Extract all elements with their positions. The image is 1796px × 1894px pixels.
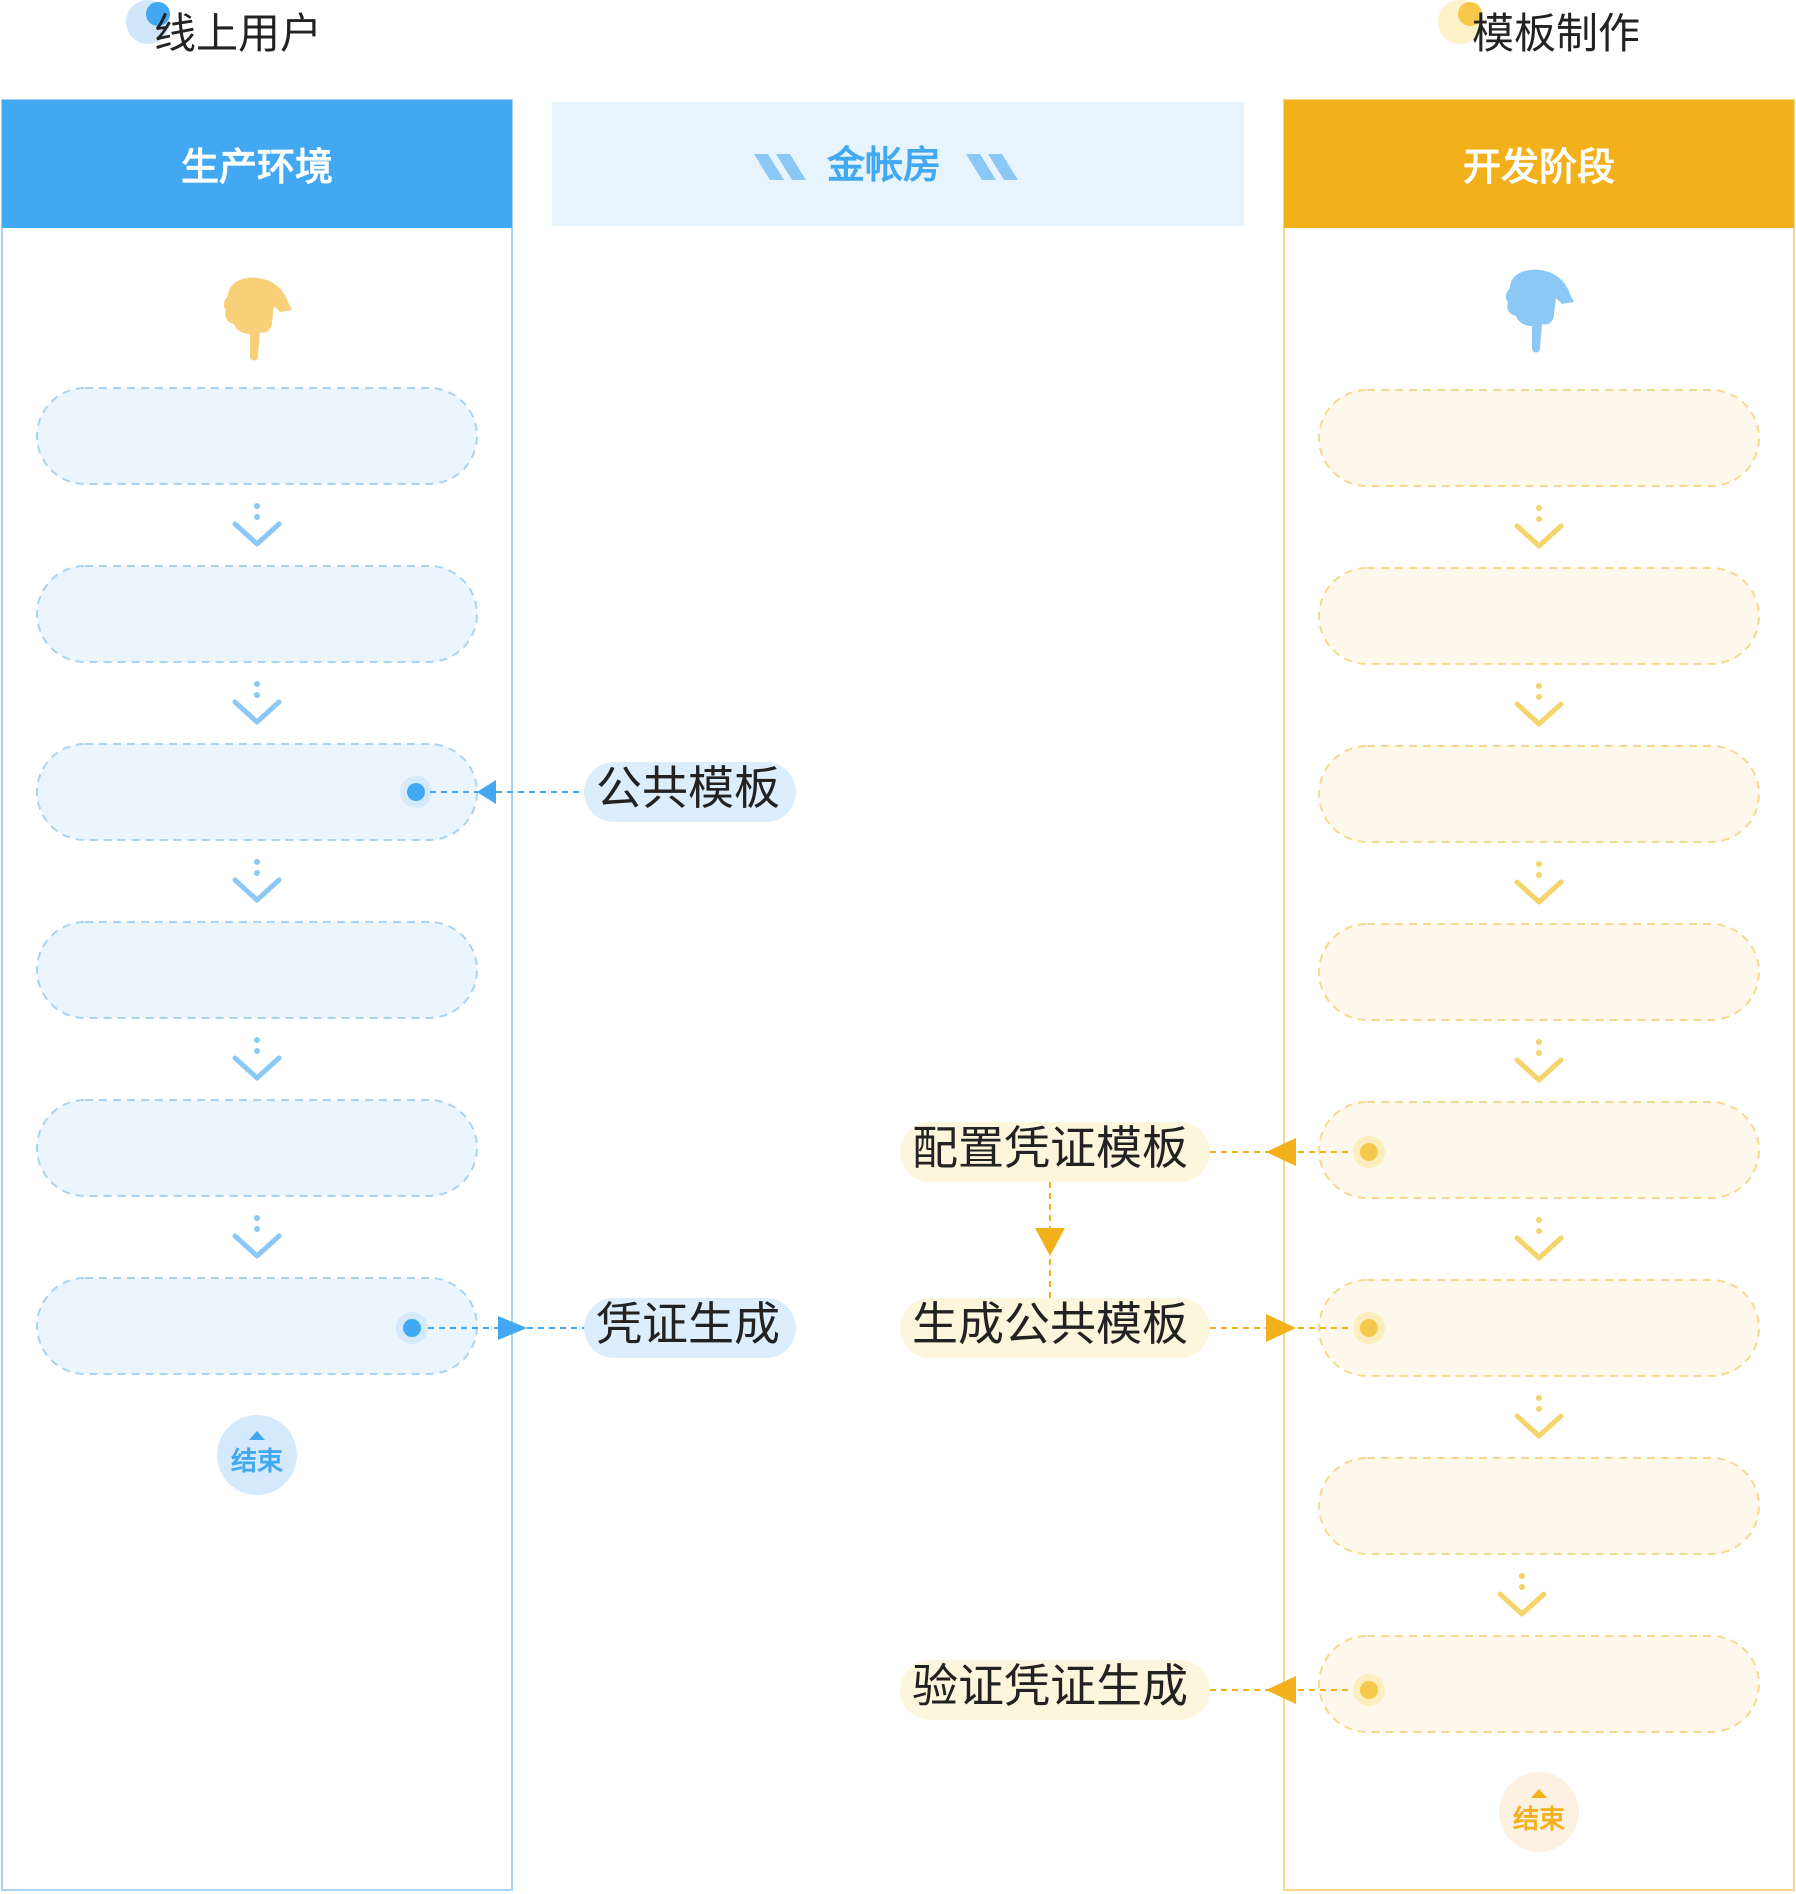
production-steps	[36, 387, 478, 1375]
link-dot	[403, 1319, 421, 1337]
chevron-down-icon	[1514, 861, 1564, 905]
arrow-left-icon	[477, 780, 496, 804]
production-column: 生产环境	[1, 99, 513, 1891]
production-column-title: 生产环境	[181, 145, 333, 189]
link-generate-public-template-label: 生成公共模板	[912, 1297, 1188, 1351]
development-column-header	[1284, 100, 1794, 228]
development-step-8	[1318, 1635, 1760, 1733]
double-slash-right-icon	[966, 154, 1018, 180]
development-step-2	[1318, 567, 1760, 665]
production-end-icon: 结束	[217, 1415, 297, 1495]
production-step-1	[36, 387, 478, 485]
legend-orange-dot-core-icon	[1458, 2, 1482, 26]
development-step-7	[1318, 1457, 1760, 1555]
arrow-left-icon	[1266, 1676, 1296, 1704]
arrow-right-icon	[1266, 1314, 1296, 1342]
link-config-voucher-template: 配置凭证模板	[900, 1121, 1385, 1182]
chevron-down-icon	[1514, 1039, 1564, 1083]
production-step-2	[36, 565, 478, 663]
development-step-arrows	[1497, 505, 1564, 1617]
link-config-to-generate	[1035, 1182, 1065, 1300]
production-step-arrows	[232, 503, 282, 1259]
arrow-right-icon	[498, 1316, 527, 1340]
legend-blue-dot-core-icon	[146, 2, 170, 26]
link-voucher-generation: 凭证生成	[396, 1297, 796, 1358]
development-steps	[1318, 389, 1760, 1733]
chevron-down-icon	[1514, 505, 1564, 549]
development-step-1	[1318, 389, 1760, 487]
development-end-icon: 结束	[1499, 1772, 1579, 1852]
production-step-3	[36, 743, 478, 841]
legend-online-user: 线上用户	[126, 0, 322, 58]
production-step-4	[36, 921, 478, 1019]
center-column-header: 金帐房	[552, 102, 1244, 226]
development-column: 开发阶段	[1283, 99, 1795, 1891]
link-label-bg	[900, 1298, 1210, 1358]
development-step-3	[1318, 745, 1760, 843]
development-start-hand-icon	[1505, 269, 1574, 353]
chevron-down-icon	[1514, 1217, 1564, 1261]
production-column-header	[2, 100, 512, 228]
production-step-6	[36, 1277, 478, 1375]
chevron-down-icon	[232, 859, 282, 903]
center-header-bar	[552, 102, 1244, 226]
link-voucher-generation-label: 凭证生成	[596, 1297, 780, 1351]
center-column-title: 金帐房	[826, 143, 941, 187]
arrow-left-icon	[1266, 1138, 1296, 1166]
chevron-down-icon	[1514, 1395, 1564, 1439]
link-dot	[407, 783, 425, 801]
link-public-template: 公共模板	[400, 761, 796, 822]
legend-online-user-label: 线上用户	[154, 9, 322, 58]
chevron-down-icon	[232, 503, 282, 547]
link-public-template-label: 公共模板	[596, 761, 780, 815]
link-config-voucher-template-label: 配置凭证模板	[912, 1121, 1188, 1175]
development-step-6	[1318, 1279, 1760, 1377]
link-verify-voucher-generation: 验证凭证生成	[900, 1659, 1385, 1720]
production-start-hand-icon	[223, 277, 292, 361]
chevron-down-icon	[232, 681, 282, 725]
development-end-label: 结束	[1513, 1804, 1566, 1835]
link-label-bg	[900, 1122, 1210, 1182]
link-verify-voucher-generation-label: 验证凭证生成	[912, 1659, 1188, 1713]
chevron-down-icon	[232, 1037, 282, 1081]
development-step-4	[1318, 923, 1760, 1021]
link-label-bg	[584, 1298, 796, 1358]
development-step-5	[1318, 1101, 1760, 1199]
chevron-down-icon	[1497, 1573, 1547, 1617]
link-dot	[1360, 1681, 1378, 1699]
production-step-5	[36, 1099, 478, 1197]
chevron-down-icon	[232, 1215, 282, 1259]
legend-template-making: 模板制作	[1438, 0, 1640, 58]
production-end-label: 结束	[231, 1446, 284, 1477]
development-column-title: 开发阶段	[1463, 145, 1615, 189]
legend-template-making-label: 模板制作	[1472, 9, 1640, 58]
link-dot	[1360, 1143, 1378, 1161]
double-slash-left-icon	[754, 154, 806, 180]
link-label-bg	[900, 1660, 1210, 1720]
arrow-down-icon	[1035, 1228, 1065, 1256]
link-dot	[1360, 1319, 1378, 1337]
link-label-bg	[584, 762, 796, 822]
link-generate-public-template: 生成公共模板	[900, 1297, 1385, 1358]
chevron-down-icon	[1514, 683, 1564, 727]
